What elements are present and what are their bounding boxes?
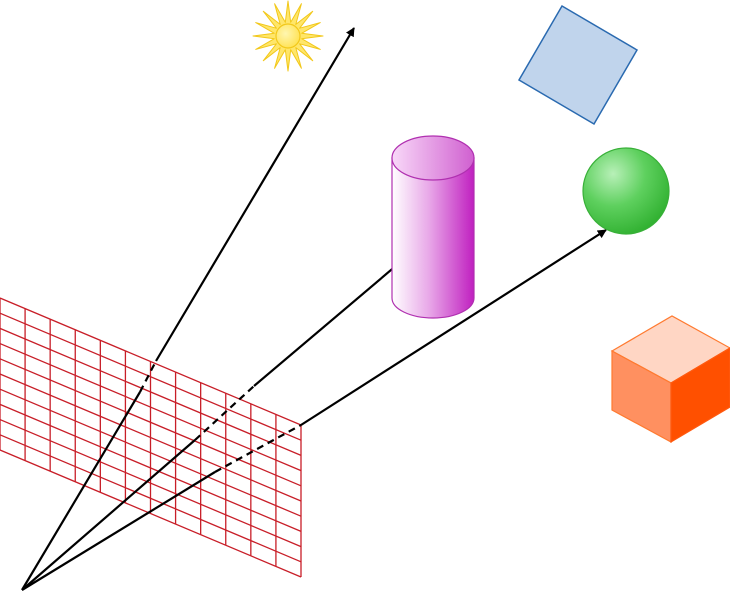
- sphere-object: [582, 147, 670, 235]
- cylinder-object: [391, 135, 475, 319]
- sun-light-source-icon: [252, 0, 324, 72]
- ray-to-cylinder-front-segment: [21, 439, 196, 591]
- ray-to-light-hidden-segment: [139, 360, 157, 393]
- ray-to-cylinder-hidden-segment: [194, 385, 255, 441]
- grid-line-horizontal: [0, 312, 302, 441]
- grid-line-horizontal: [0, 373, 302, 502]
- grid-line-horizontal: [0, 343, 302, 472]
- rays-group: [21, 27, 607, 591]
- grid-line-horizontal: [0, 358, 302, 487]
- ray-to-sphere-front-segment: [21, 471, 216, 591]
- cube-object: [610, 315, 730, 444]
- grid-line-horizontal: [0, 434, 302, 563]
- grid-line-horizontal: [0, 327, 302, 456]
- ray-to-light-arrow-segment: [155, 27, 355, 362]
- ray-to-light-front-segment: [21, 391, 141, 591]
- grid-line-horizontal: [0, 388, 302, 517]
- square-object: [517, 4, 639, 126]
- image-plane-grid: [0, 297, 302, 578]
- grid-line-horizontal: [0, 419, 302, 548]
- grid-line-horizontal: [0, 403, 302, 532]
- grid-line-horizontal: [0, 449, 302, 578]
- sun-core: [275, 23, 301, 49]
- ray-to-sphere-arrow-segment: [300, 229, 607, 426]
- ray-to-sphere-hidden-segment: [214, 424, 302, 473]
- grid-line-horizontal: [0, 297, 302, 426]
